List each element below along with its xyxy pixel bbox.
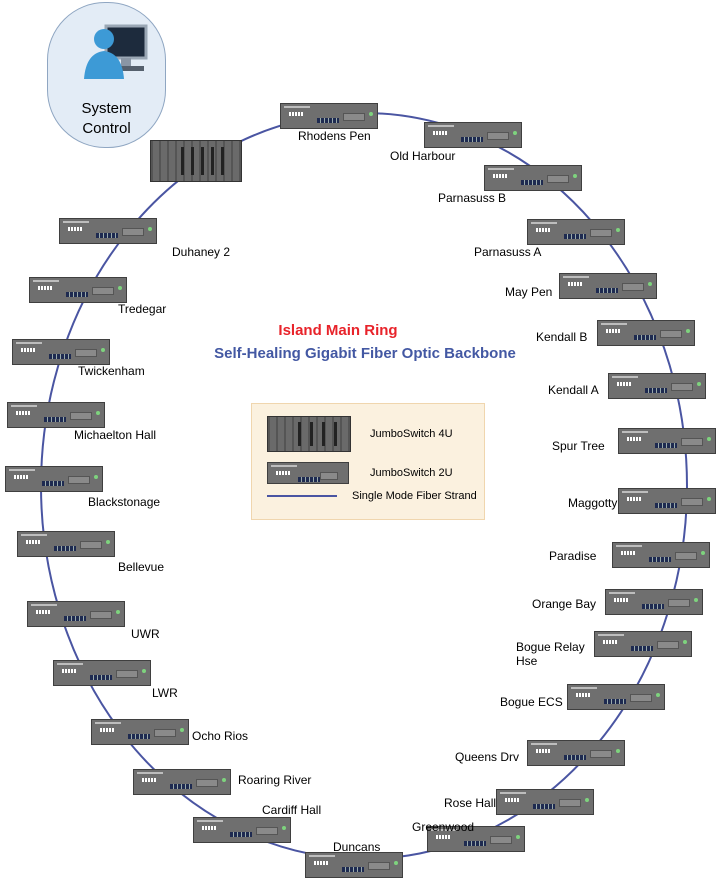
node-label-kendall-b: Kendall B [536, 330, 588, 344]
jumboswitch-2u-old-harbour [424, 122, 522, 148]
jumboswitch-2u-spur-tree [618, 428, 716, 454]
jumboswitch-2u-michaelton-hall [7, 402, 105, 428]
node-label-parnasuss-b: Parnasuss B [438, 191, 507, 205]
diagram-title: Island Main Ring [278, 322, 398, 339]
jumboswitch-2u-greenwood [427, 826, 525, 852]
node-label-roaring-river: Roaring River [238, 773, 312, 787]
system-control-bubble [47, 2, 166, 148]
jumboswitch-2u-blackstonage [5, 466, 103, 492]
jumboswitch-2u-cardiff-hall [193, 817, 291, 843]
node-label-greenwood: Greenwood [412, 820, 475, 834]
node-label-cardiff-hall: Cardiff Hall [262, 803, 322, 817]
node-label-tredegar: Tredegar [118, 302, 167, 316]
legend-label-2u: JumboSwitch 2U [370, 467, 453, 479]
system-control-label: System Control [47, 99, 166, 139]
jumboswitch-2u-rhodens-pen [280, 103, 378, 129]
node-label-bogue-relay-hse: Bogue Relay Hse [516, 640, 585, 668]
jumboswitch-2u-tredegar [29, 277, 127, 303]
node-label-rhodens-pen: Rhodens Pen [298, 129, 371, 143]
node-label-orange-bay: Orange Bay [532, 597, 597, 611]
jumboswitch-2u-bellevue [17, 531, 115, 557]
node-label-uwr: UWR [131, 627, 160, 641]
node-label-old-harbour: Old Harbour [390, 149, 456, 163]
node-label-kendall-a: Kendall A [548, 383, 599, 397]
jumboswitch-2u-bogue-ecs [567, 684, 665, 710]
node-label-spur-tree: Spur Tree [552, 439, 605, 453]
jumboswitch-2u-ocho-rios [91, 719, 189, 745]
jumboswitch-2u-maggotty [618, 488, 716, 514]
system-control-line1: System [81, 100, 132, 117]
jumboswitch-2u-rose-hall [496, 789, 594, 815]
legend-label-4u: JumboSwitch 4U [370, 428, 453, 440]
node-label-michaelton-hall: Michaelton Hall [74, 428, 157, 442]
node-label-ocho-rios: Ocho Rios [192, 729, 249, 743]
jumboswitch-2u-queens-drv [527, 740, 625, 766]
jumboswitch-2u-duhaney-2 [59, 218, 157, 244]
node-label-maggotty: Maggotty [568, 496, 618, 510]
node-label-duhaney-2: Duhaney 2 [172, 245, 231, 259]
jumboswitch-2u-may-pen [559, 273, 657, 299]
jumboswitch-2u-bogue-relay-hse [594, 631, 692, 657]
system-control-line2: Control [82, 120, 131, 137]
node-label-paradise: Paradise [549, 549, 597, 563]
jumboswitch-2u-roaring-river [133, 769, 231, 795]
jumboswitch-2u-parnasuss-a [527, 219, 625, 245]
node-label-rose-hall: Rose Hall [444, 796, 497, 810]
jumboswitch-2u-kendall-b [597, 320, 695, 346]
jumboswitch-2u-paradise [612, 542, 710, 568]
node-label-twickenham: Twickenham [78, 364, 145, 378]
jumboswitch-2u-kendall-a [608, 373, 706, 399]
legend-4u-swatch [267, 416, 351, 452]
jumboswitch-2u-lwr [53, 660, 151, 686]
jumboswitch-4u [150, 140, 242, 182]
legend-fiber-swatch [267, 495, 337, 497]
node-label-parnasuss-a: Parnasuss A [474, 245, 542, 259]
node-label-may-pen: May Pen [505, 285, 553, 299]
node-label-queens-drv: Queens Drv [455, 750, 520, 764]
legend-label-fiber: Single Mode Fiber Strand [352, 490, 477, 502]
legend-2u-swatch [267, 462, 349, 484]
jumboswitch-2u-uwr [27, 601, 125, 627]
node-label-blackstonage: Blackstonage [88, 495, 161, 509]
jumboswitch-2u-orange-bay [605, 589, 703, 615]
legend: JumboSwitch 4U JumboSwitch 2U Single Mod… [251, 403, 485, 520]
node-label-bogue-ecs: Bogue ECS [500, 695, 563, 709]
jumboswitch-2u-parnasuss-b [484, 165, 582, 191]
node-label-bellevue: Bellevue [118, 560, 165, 574]
jumboswitch-2u-duncans [305, 852, 403, 878]
diagram-subtitle: Self-Healing Gigabit Fiber Optic Backbon… [214, 345, 516, 362]
jumboswitch-2u-twickenham [12, 339, 110, 365]
node-label-duncans: Duncans [333, 840, 381, 854]
node-label-lwr: LWR [152, 686, 178, 700]
operator-workstation-icon [84, 24, 148, 79]
